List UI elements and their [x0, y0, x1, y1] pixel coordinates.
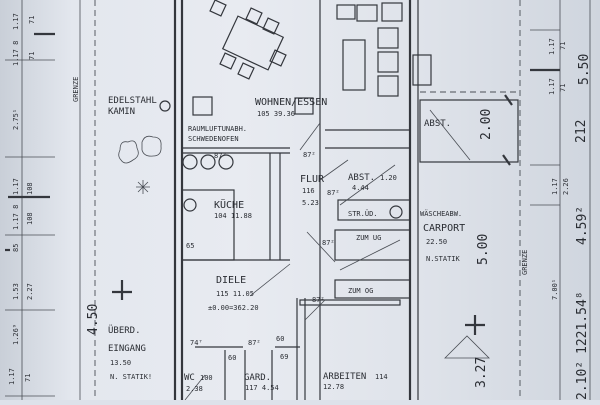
- room-info-kueche: 104 11.88: [214, 212, 252, 220]
- dim-212: 212: [574, 120, 589, 143]
- room-area-arbeiten: 12.78: [323, 383, 344, 391]
- room-note-carport: N.STATIK: [426, 255, 461, 263]
- dim-left: 85: [12, 244, 20, 252]
- left-dimension-lines: [5, 0, 81, 400]
- ofen-label-2: SCHWEDENOFEN: [188, 135, 239, 143]
- dim-2-10: 2.10²: [575, 361, 590, 400]
- room-info-gard: 117 4.54: [245, 384, 279, 392]
- dim-5-50: 5.50: [577, 54, 592, 85]
- dim-4-59: 4.59²: [575, 206, 590, 245]
- grenze-label-left: GRENZE: [72, 77, 80, 102]
- dim-right: 71: [559, 84, 567, 92]
- dim-87-2: 87²: [327, 189, 340, 197]
- room-area-carport: 22.50: [426, 238, 447, 246]
- dim-left: 71: [24, 374, 32, 382]
- dim-7-00: 7.00¹: [551, 279, 559, 300]
- right-dimension-lines: [519, 0, 591, 400]
- room-note-eingang: N. STATIK!: [110, 373, 152, 381]
- dim-87-2: 87²: [303, 151, 316, 159]
- dim-87-2: 87²: [214, 152, 227, 160]
- dim-87-2: 87²: [312, 296, 325, 304]
- grenze-label-right: GRENZE: [521, 250, 529, 275]
- kamin-label-2: KAMIN: [108, 107, 135, 117]
- room-name-wohnen: WOHNEN/ESSEN: [255, 97, 327, 108]
- dim-3-27: 3.27: [474, 357, 489, 388]
- dim-left: 1.26⁹: [12, 324, 20, 345]
- dim-left: 1.17: [12, 178, 20, 195]
- sofa: [336, 2, 432, 97]
- dim-left: 1.17: [12, 13, 20, 30]
- plants: [118, 135, 162, 194]
- room-num-wc: 100: [200, 374, 213, 382]
- str-label: STR.ÜD.: [348, 209, 378, 218]
- grid-crosses: [112, 280, 490, 359]
- room-num-flur: 116: [302, 187, 315, 195]
- kamin-label-1: EDELSTAHL: [108, 96, 157, 106]
- room-area-wc: 2.38: [186, 385, 203, 393]
- meter-icon: [389, 205, 403, 219]
- room-width-abst-innen: 1.20: [380, 174, 397, 182]
- dim-69: 69: [280, 353, 288, 361]
- dim-right: 71: [559, 42, 567, 50]
- room-name-gard: GARD.: [244, 373, 271, 383]
- room-name-eingang-1: ÜBERD.: [108, 325, 141, 336]
- room-info-diele: 115 11.05: [216, 290, 254, 298]
- room-num-arbeiten: 114: [375, 373, 388, 381]
- room-name-diele: DIELE: [216, 275, 246, 286]
- room-level-diele: ±0.00=362.20: [208, 304, 259, 312]
- dim-65: 65: [186, 242, 194, 250]
- dim-left: 1.53: [12, 283, 20, 300]
- dim-5-00: 5.00: [476, 234, 491, 265]
- dim-1221: 1221.54⁸: [575, 291, 590, 354]
- carport-pre-label: WÄSCHEABW.: [420, 209, 462, 218]
- dim-left: 71: [28, 52, 36, 60]
- dim-2-00: 2.00: [479, 109, 494, 140]
- room-name-wc: WC: [184, 373, 195, 383]
- room-name-eingang-2: EINGANG: [108, 344, 146, 354]
- walls: [173, 0, 520, 401]
- room-name-flur: FLUR: [300, 174, 325, 185]
- room-name-carport: CARPORT: [423, 223, 465, 234]
- dim-left: 1.17: [8, 368, 16, 385]
- kitchen-fixtures: [181, 97, 403, 261]
- dim-87-2: 87²: [322, 239, 335, 247]
- kamin: [159, 96, 213, 116]
- dim-60: 60: [276, 335, 284, 343]
- dim-left: 108: [26, 212, 34, 225]
- dim-87-2: 87²: [248, 339, 261, 347]
- room-name-abst-aussen: ABST.: [424, 119, 451, 129]
- ofen-label-1: RAUMLUFTUNABH.: [188, 125, 247, 133]
- room-name-kueche: KÜCHE: [214, 198, 244, 211]
- dim-right: 2.26: [562, 178, 570, 195]
- room-area-eingang: 13.50: [110, 359, 131, 367]
- dim-4-50: 4.50: [86, 304, 101, 335]
- dim-60: 60: [228, 354, 236, 362]
- dining-table: [209, 0, 287, 80]
- dim-left: 2.27: [26, 283, 34, 300]
- dim-left: 1.17 8: [12, 205, 20, 230]
- dim-left: 2.75¹: [12, 109, 20, 130]
- stairs-up-label: ZUM OG: [348, 287, 373, 295]
- dim-left: 1.17 8: [12, 41, 20, 66]
- room-name-abst-innen: ABST.: [348, 173, 375, 183]
- dim-left: 71: [28, 16, 36, 24]
- dim-right: 1.17: [548, 78, 556, 95]
- dim-right: 1.17: [551, 178, 559, 195]
- room-info-wohnen: 105 39.36: [257, 110, 295, 118]
- dim-left: 108: [26, 182, 34, 195]
- dim-right: 1.17: [548, 38, 556, 55]
- room-name-arbeiten: ARBEITEN: [323, 372, 366, 382]
- room-area-flur: 5.23: [302, 199, 319, 207]
- room-area-abst-innen: 4.44: [352, 184, 369, 192]
- dim-74-7: 74⁷: [190, 339, 203, 347]
- stairs-down-label: ZUM UG: [356, 234, 381, 242]
